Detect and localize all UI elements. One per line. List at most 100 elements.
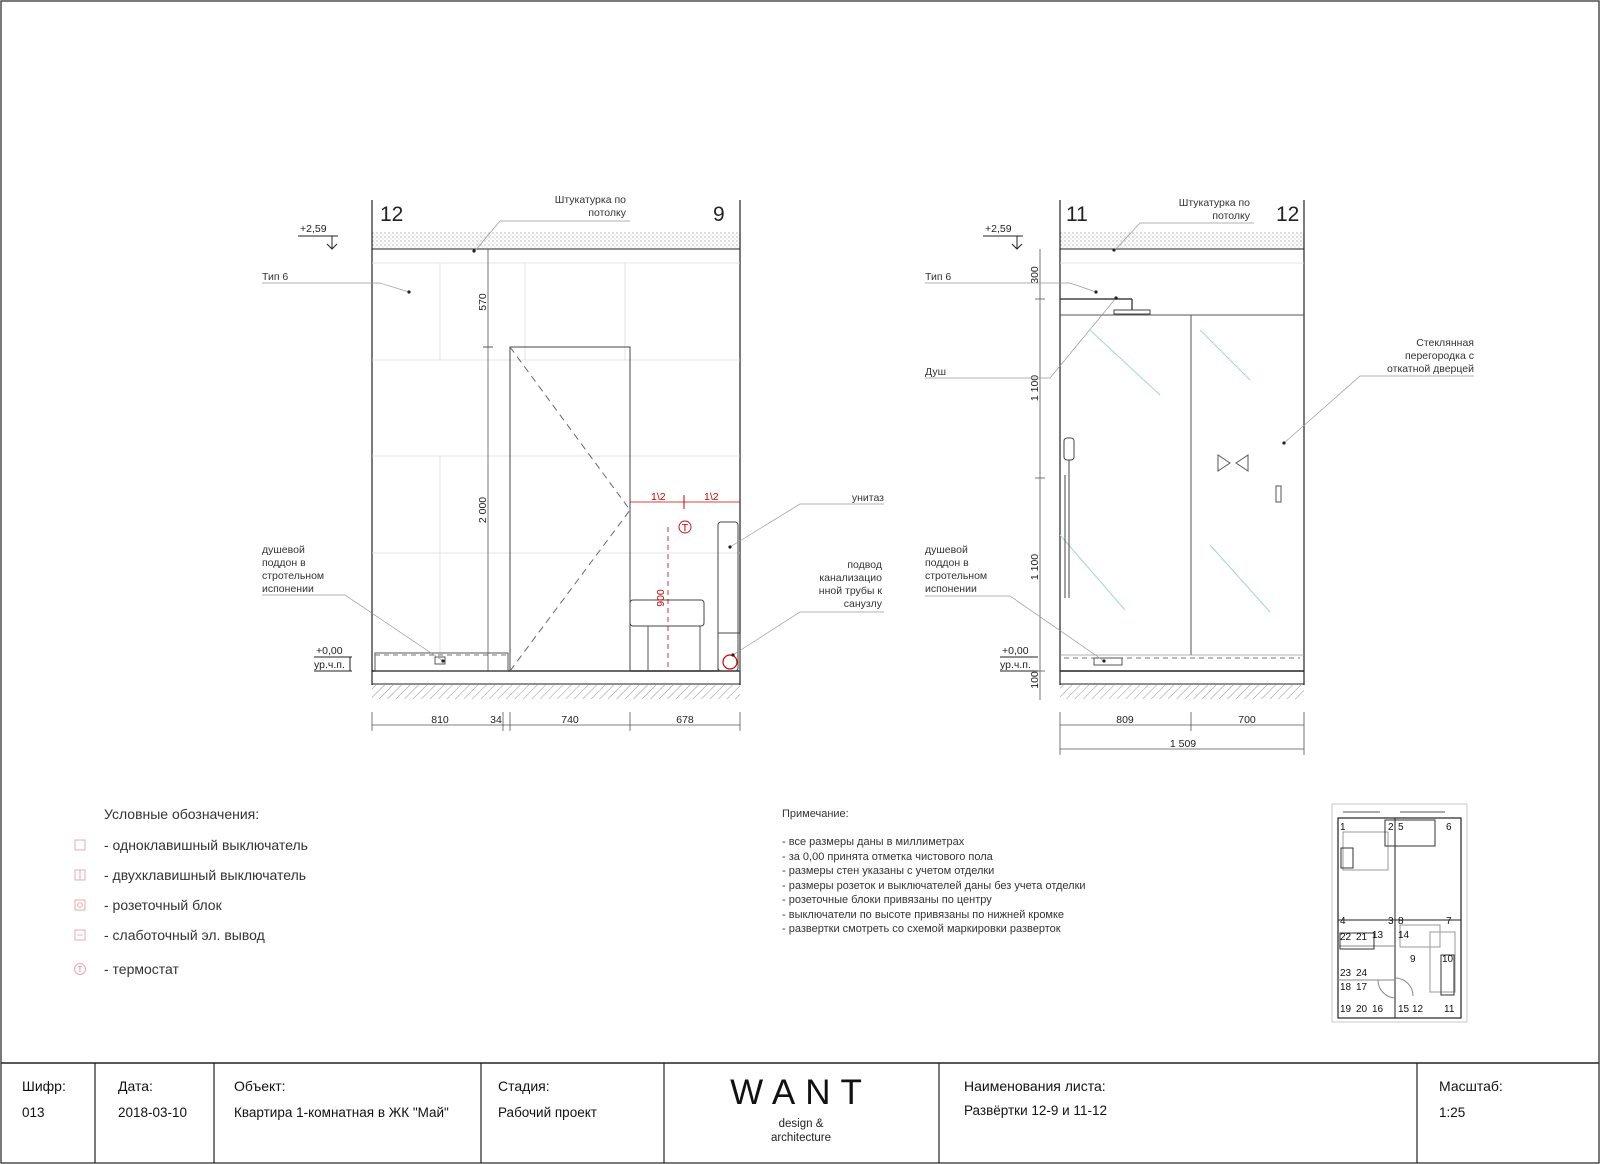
note-plaster2-1: Штукатурка по: [1179, 197, 1250, 209]
dim-half-a: 1\2: [651, 491, 666, 503]
note-sewer-2: канализацио: [819, 572, 882, 584]
level-floor: ур.ч.п.: [314, 659, 345, 671]
date-label: Дата:: [118, 1078, 153, 1094]
notes: Примечание: - все размеры даны в миллиме…: [782, 808, 1086, 935]
note-tray-1: душевой: [262, 544, 305, 556]
legend: Условные обозначения: T - одноклавишный …: [74, 806, 308, 977]
keyplan-label-13: 13: [1372, 930, 1384, 941]
dim-700: 700: [1238, 714, 1256, 726]
axis-label-12b: 12: [1276, 203, 1299, 226]
dim-740: 740: [561, 714, 579, 726]
scale-label: Масштаб:: [1439, 1078, 1503, 1094]
object-label: Объект:: [234, 1078, 286, 1094]
note-line-2: - за 0,00 принята отметка чистового пола: [782, 851, 994, 863]
legend-title: Условные обозначения:: [104, 806, 259, 822]
date-value: 2018-03-10: [118, 1105, 187, 1120]
level-zero-2: +0,00: [1002, 645, 1029, 657]
keyplan-label-1: 1: [1340, 822, 1346, 833]
note-plaster-2: потолку: [588, 207, 626, 219]
stage-label: Стадия:: [498, 1078, 550, 1094]
keyplan-label-4: 4: [1340, 916, 1346, 927]
keyplan-label-23: 23: [1340, 968, 1352, 979]
level-top: +2,59: [300, 223, 327, 235]
note-line-6: - выключатели по высоте привязаны по ниж…: [782, 909, 1064, 921]
note-sewer-4: санузлу: [844, 598, 883, 610]
dim-570: 570: [477, 293, 489, 311]
level-floor-2: ур.ч.п.: [1000, 659, 1031, 671]
level-zero: +0,00: [316, 645, 343, 657]
axis-label-11: 11: [1066, 203, 1088, 226]
note-glass-2: перегородка с: [1405, 350, 1474, 362]
dim-810: 810: [431, 714, 449, 726]
keyplan-label-24: 24: [1356, 968, 1368, 979]
note-tile-type: Тип 6: [262, 271, 288, 283]
note-plaster2-2: потолку: [1212, 210, 1250, 222]
note-line-3: - размеры стен указаны с учетом отделки: [782, 865, 994, 877]
title-block: Шифр: 013 Дата: 2018-03-10 Объект: Кварт…: [1, 1062, 1599, 1163]
dim-678: 678: [676, 714, 694, 726]
note-toilet: унитаз: [852, 492, 884, 504]
logo-sub-2: architecture: [771, 1132, 831, 1144]
note-glass-1: Стеклянная: [1416, 337, 1474, 349]
keyplan-label-3: 3: [1388, 916, 1394, 927]
code-label: Шифр:: [22, 1078, 66, 1094]
logo: WANT: [730, 1073, 872, 1112]
keyplan-label-21: 21: [1356, 932, 1368, 943]
thermostat-icon-legend: [74, 963, 86, 975]
note-tile-type-2: Тип 6: [925, 271, 951, 283]
legend-item-socket: - розеточный блок: [104, 897, 223, 913]
socket-icon: [74, 899, 86, 911]
note-tray-2: поддон в: [262, 557, 306, 569]
stage-value: Рабочий проект: [498, 1105, 597, 1120]
dim-34: 34: [490, 714, 502, 726]
note-line-1: - все размеры даны в миллиметрах: [782, 836, 965, 848]
dim-100: 100: [1029, 671, 1041, 689]
keyplan-label-16: 16: [1372, 1004, 1384, 1015]
dim-1100-lower: 1 100: [1029, 554, 1041, 580]
level-top-2: +2,59: [985, 223, 1012, 235]
keyplan-label-6: 6: [1446, 822, 1452, 833]
dim-1100-upper: 1 100: [1029, 375, 1041, 401]
keyplan-label-17: 17: [1356, 982, 1368, 993]
keyplan-label-9: 9: [1410, 954, 1416, 965]
thermostat-icon: [678, 520, 692, 534]
note-tray2-3: стротельном: [925, 570, 987, 582]
dim-half-b: 1\2: [704, 491, 719, 503]
axis-label-9: 9: [713, 203, 725, 226]
note-line-5: - розеточные блоки привязаны по центру: [782, 894, 992, 906]
floor-slab: [372, 685, 740, 699]
note-line-4: - размеры розеток и выключателей даны бе…: [782, 880, 1086, 892]
low-current-icon: [74, 929, 86, 941]
keyplan-label-10: 10: [1442, 954, 1454, 965]
legend-thermostat-glyph: T: [78, 965, 83, 974]
thermostat-mark: T: [682, 522, 689, 534]
ceiling-plaster: [372, 232, 740, 249]
note-tray2-4: испонении: [925, 583, 977, 595]
keyplan-label-20: 20: [1356, 1004, 1368, 1015]
note-tray-4: испонении: [262, 583, 314, 595]
dim-809: 809: [1116, 714, 1134, 726]
sheet-name-label: Наименования листа:: [964, 1078, 1106, 1094]
code-value: 013: [22, 1105, 45, 1120]
keyplan-label-14: 14: [1398, 930, 1410, 941]
scale-value: 1:25: [1439, 1105, 1465, 1120]
ceiling-plaster-2: [1060, 232, 1304, 249]
axis-label-12: 12: [380, 203, 403, 226]
keyplan-label-22: 22: [1340, 932, 1352, 943]
legend-item-low-current: - слаботочный эл. вывод: [104, 927, 265, 943]
keyplan-label-7: 7: [1446, 916, 1452, 927]
keyplan-label-5: 5: [1398, 822, 1404, 833]
legend-item-double-switch: - двухклавишный выключатель: [104, 867, 306, 883]
notes-title: Примечание:: [782, 808, 849, 820]
keyplan-label-19: 19: [1340, 1004, 1352, 1015]
object-value: Квартира 1-комнатная в ЖК "Май": [234, 1105, 449, 1120]
elevation-12-9: 12 9: [262, 194, 884, 731]
note-tray2-1: душевой: [925, 544, 968, 556]
note-sewer-3: нной трубы к: [819, 585, 883, 597]
keyplan-label-11: 11: [1444, 1004, 1455, 1015]
dim-900: 900: [655, 589, 667, 607]
keyplan-label-8: 8: [1398, 916, 1404, 927]
dim-300: 300: [1029, 266, 1041, 284]
